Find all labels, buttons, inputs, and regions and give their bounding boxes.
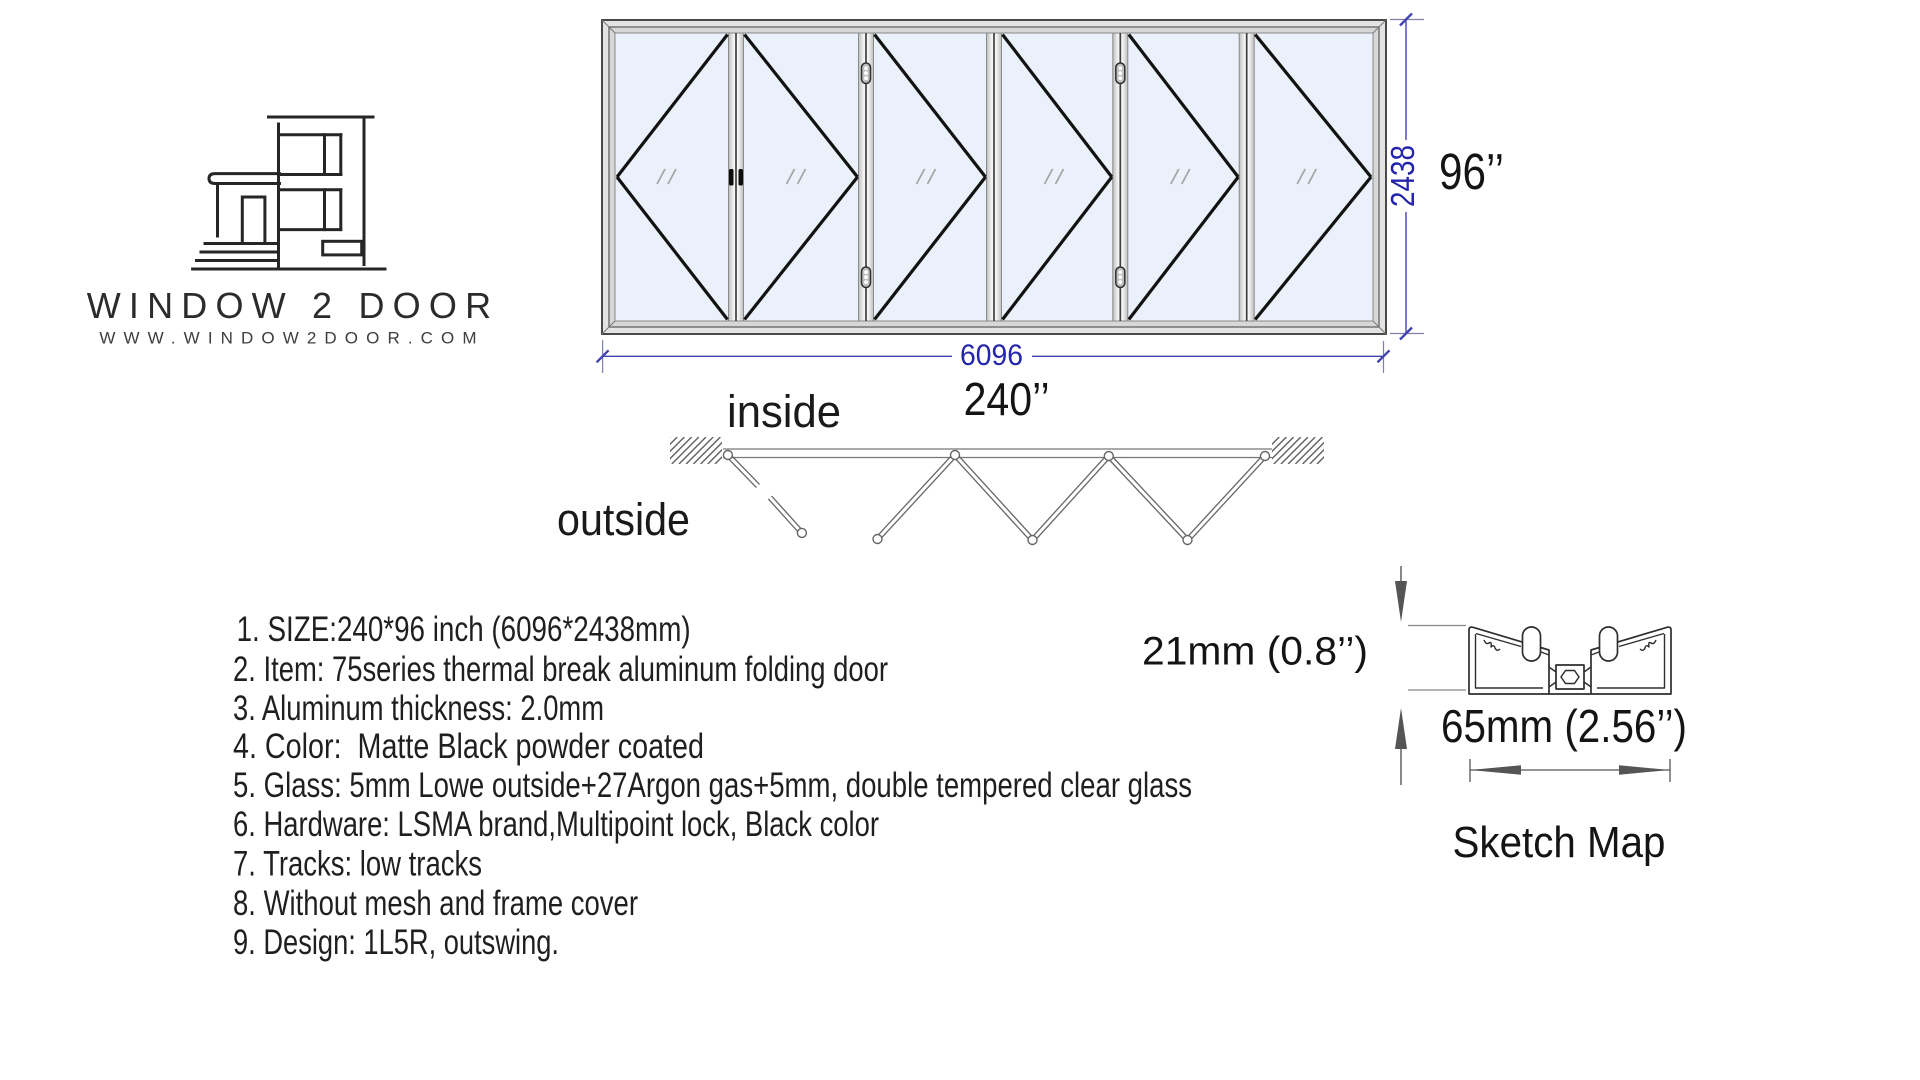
svg-text:1. SIZE:240*96 inch (6096*2438: 1. SIZE:240*96 inch (6096*2438mm) bbox=[237, 610, 691, 649]
svg-text:3. Aluminum thickness: 2.0mm: 3. Aluminum thickness: 2.0mm bbox=[233, 689, 604, 728]
svg-text:6. Hardware: LSMA brand,Multip: 6. Hardware: LSMA brand,Multipoint lock,… bbox=[233, 805, 879, 844]
svg-text:65mm (2.56’’): 65mm (2.56’’) bbox=[1441, 700, 1687, 752]
svg-text:96’’: 96’’ bbox=[1439, 143, 1504, 200]
svg-text:6096: 6096 bbox=[960, 339, 1023, 372]
svg-text:WINDOW 2 DOOR: WINDOW 2 DOOR bbox=[87, 285, 500, 326]
svg-text:2. Item: 75series thermal brea: 2. Item: 75series thermal break aluminum… bbox=[233, 650, 888, 689]
svg-text:21mm (0.8’’): 21mm (0.8’’) bbox=[1142, 630, 1368, 674]
svg-text:7. Tracks: low tracks: 7. Tracks: low tracks bbox=[233, 845, 482, 884]
svg-text:240’’: 240’’ bbox=[964, 373, 1050, 425]
svg-text:inside: inside bbox=[727, 386, 841, 437]
svg-text:WWW.WINDOW2DOOR.COM: WWW.WINDOW2DOOR.COM bbox=[99, 329, 484, 348]
svg-text:8. Without mesh and frame cove: 8. Without mesh and frame cover bbox=[233, 884, 638, 923]
svg-text:Sketch Map: Sketch Map bbox=[1453, 818, 1666, 867]
svg-text:outside: outside bbox=[557, 494, 690, 545]
svg-text:2438: 2438 bbox=[1384, 145, 1421, 207]
svg-text:9. Design: 1L5R, outswing.: 9. Design: 1L5R, outswing. bbox=[233, 923, 559, 962]
svg-text:4. Color: Matte Black powder: 4. Color: Matte Black powder coated bbox=[233, 727, 704, 766]
svg-text:5. Glass: 5mm Lowe outside+27A: 5. Glass: 5mm Lowe outside+27Argon gas+5… bbox=[233, 766, 1192, 805]
